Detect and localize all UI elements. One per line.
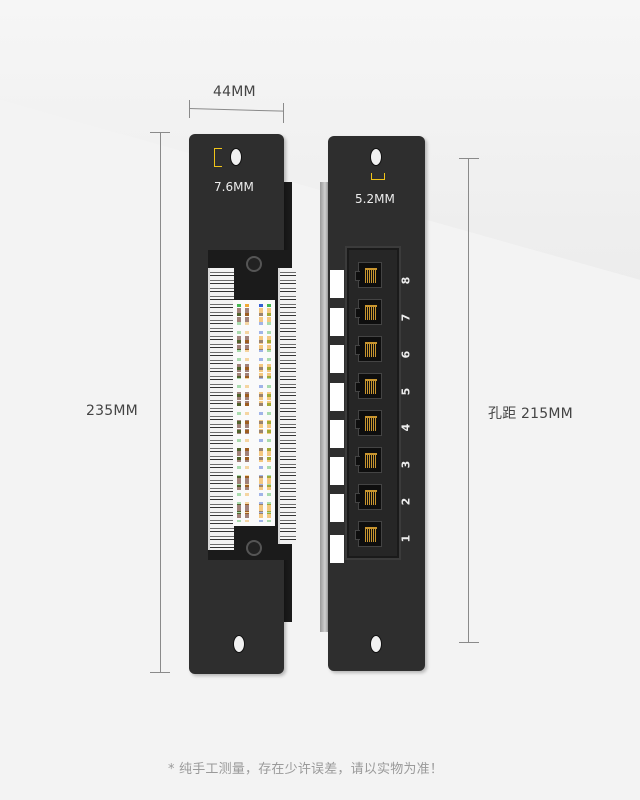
port-number-2: 2 — [399, 497, 413, 506]
idc-terminal-right — [278, 268, 296, 544]
height-dimension-tick-top — [150, 132, 170, 133]
front-plate-flange-left — [320, 182, 330, 632]
port-label-tab — [330, 420, 344, 448]
left-hole-bracket-marker — [214, 148, 222, 167]
measurement-disclaimer: * 纯手工测量，存在少许误差，请以实物为准！ — [168, 762, 444, 777]
hole-spacing-label: 孔距 215MM — [488, 406, 573, 422]
port-number-3: 3 — [399, 460, 413, 469]
rj45-port-housing — [345, 246, 401, 560]
hole-spacing-tick-top — [459, 158, 479, 159]
bottom-screw-icon — [246, 540, 262, 556]
rj45-port-5[interactable] — [355, 373, 382, 399]
idc-terminal-left — [208, 268, 234, 550]
color-code-label-card — [233, 300, 275, 526]
left-hole-size-label: 7.6MM — [214, 180, 254, 194]
rj45-port-1[interactable] — [355, 521, 382, 547]
port-number-8: 8 — [399, 276, 413, 285]
front-top-mount-hole — [370, 148, 382, 166]
rj45-port-3[interactable] — [355, 447, 382, 473]
port-label-tab — [330, 345, 344, 373]
port-number-5: 5 — [399, 387, 413, 396]
width-dimension-tick-left — [189, 100, 190, 118]
port-number-6: 6 — [399, 350, 413, 359]
port-number-1: 1 — [399, 534, 413, 543]
port-label-tab — [330, 270, 344, 298]
front-bottom-mount-hole — [370, 635, 382, 653]
port-label-tab — [330, 535, 344, 563]
right-hole-bracket-marker — [371, 173, 385, 180]
height-dimension-tick-bottom — [150, 672, 170, 673]
width-dimension-label: 44MM — [213, 84, 256, 100]
port-label-tab — [330, 383, 344, 411]
rj45-port-8[interactable] — [355, 262, 382, 288]
port-number-7: 7 — [399, 313, 413, 322]
port-number-4: 4 — [399, 423, 413, 432]
rear-top-mount-hole — [230, 148, 242, 166]
rear-bottom-mount-hole — [233, 635, 245, 653]
port-label-tab — [330, 457, 344, 485]
height-dimension-line — [160, 132, 161, 672]
rj45-port-4[interactable] — [355, 410, 382, 436]
width-dimension-tick-right — [283, 103, 284, 123]
hole-spacing-tick-bottom — [459, 642, 479, 643]
top-screw-icon — [246, 256, 262, 272]
port-label-tab — [330, 494, 344, 522]
hole-spacing-line — [468, 158, 469, 642]
rj45-port-6[interactable] — [355, 336, 382, 362]
port-label-tab — [330, 308, 344, 336]
rj45-port-7[interactable] — [355, 299, 382, 325]
height-dimension-label: 235MM — [86, 403, 138, 419]
t568-color-code-overlay — [237, 308, 271, 522]
right-hole-size-label: 5.2MM — [355, 192, 395, 206]
rj45-port-2[interactable] — [355, 484, 382, 510]
